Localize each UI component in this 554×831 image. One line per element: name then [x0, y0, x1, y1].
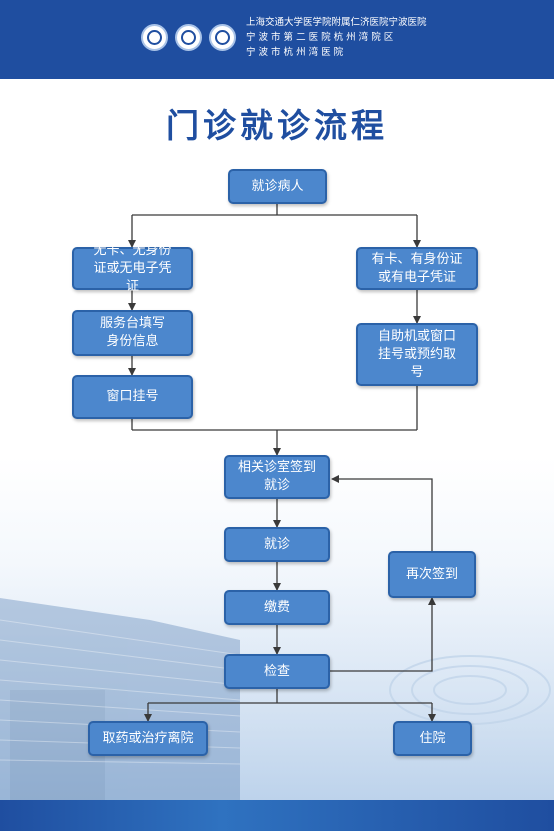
flow-recheckin: 再次签到 — [388, 551, 476, 598]
university-logo — [175, 24, 202, 51]
flow-with-card: 有卡、有身份证或有电子凭证 — [356, 247, 478, 290]
flow-exam: 检查 — [224, 654, 330, 689]
header-campus-name: 宁 波 市 第 二 医 院 杭 州 湾 院 区 — [246, 32, 394, 43]
hangzhou-bay-logo — [209, 24, 236, 51]
header-hospital-name: 上海交通大学医学院附属仁济医院宁波医院 — [246, 17, 427, 28]
footer-strip — [0, 800, 554, 831]
page-title: 门诊就诊流程 — [166, 106, 388, 145]
flow-start-patient: 就诊病人 — [228, 169, 327, 204]
connector-exam-to-recheckin — [330, 597, 436, 672]
connector-recheckin-to-checkin — [331, 475, 433, 551]
flow-payment: 缴费 — [224, 590, 330, 625]
header-bay-hospital-name: 宁 波 市 杭 州 湾 医 院 — [246, 47, 344, 58]
header-bar: 上海交通大学医学院附属仁济医院宁波医院 宁 波 市 第 二 医 院 杭 州 湾 … — [0, 0, 554, 79]
flow-self-service: 自助机或窗口挂号或预约取号 — [356, 323, 478, 386]
flow-window-register: 窗口挂号 — [72, 375, 193, 419]
flow-no-card: 无卡、无身份证或无电子凭证 — [72, 243, 193, 294]
flow-medicine-leave: 取药或治疗离院 — [88, 721, 208, 756]
hospital-logo — [141, 24, 168, 51]
flow-checkin: 相关诊室签到就诊 — [224, 455, 330, 499]
flow-service-desk: 服务台填写身份信息 — [72, 310, 193, 356]
flow-consult: 就诊 — [224, 527, 330, 562]
flow-hospitalize: 住院 — [393, 721, 472, 756]
